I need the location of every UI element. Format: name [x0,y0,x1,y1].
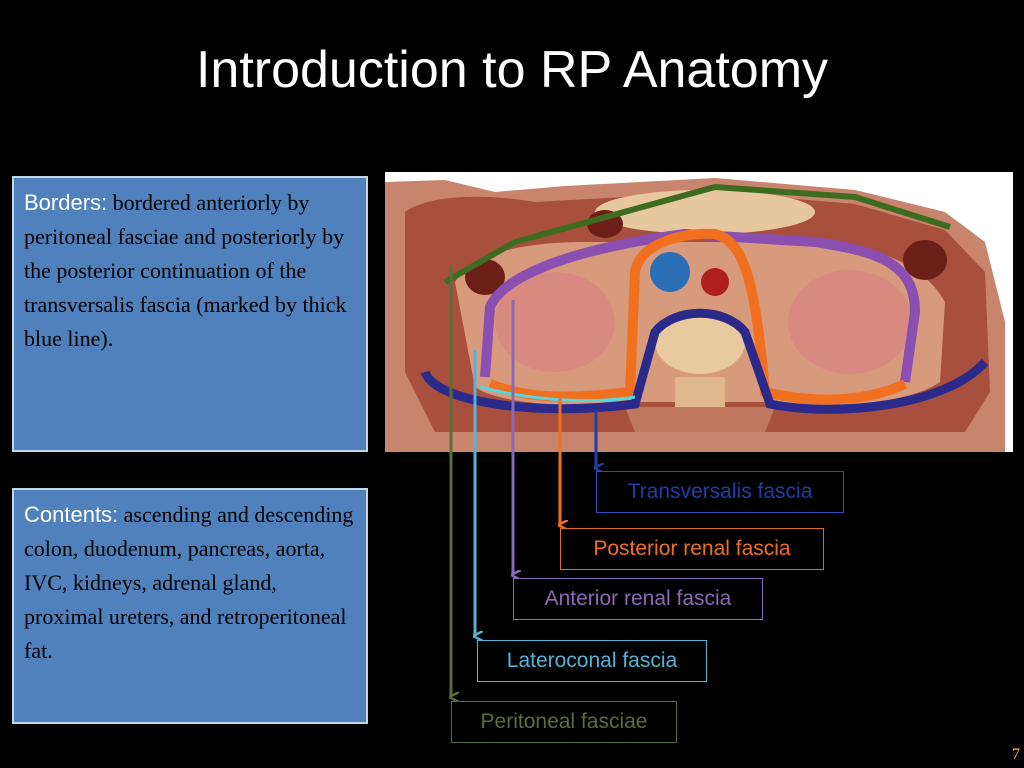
label-lateroconal-fascia: Lateroconal fascia [477,640,707,682]
page-number: 7 [1012,746,1020,763]
label-peritoneal-fasciae: Peritoneal fasciae [451,701,677,743]
slide-title: Introduction to RP Anatomy [195,41,829,99]
label-transversalis-fascia: Transversalis fascia [596,471,844,513]
contents-box: Contents: ascending and descending colon… [12,488,368,724]
anatomy-cross-section [385,172,1013,452]
label-anterior-renal-fascia: Anterior renal fascia [513,578,763,620]
contents-text: ascending and descending colon, duodenum… [24,502,354,663]
contents-heading: Contents: [24,502,119,527]
borders-text: bordered anteriorly by peritoneal fascia… [24,190,347,351]
borders-heading: Borders: [24,190,108,215]
label-posterior-renal-fascia: Posterior renal fascia [560,528,824,570]
borders-box: Borders: bordered anteriorly by peritone… [12,176,368,452]
